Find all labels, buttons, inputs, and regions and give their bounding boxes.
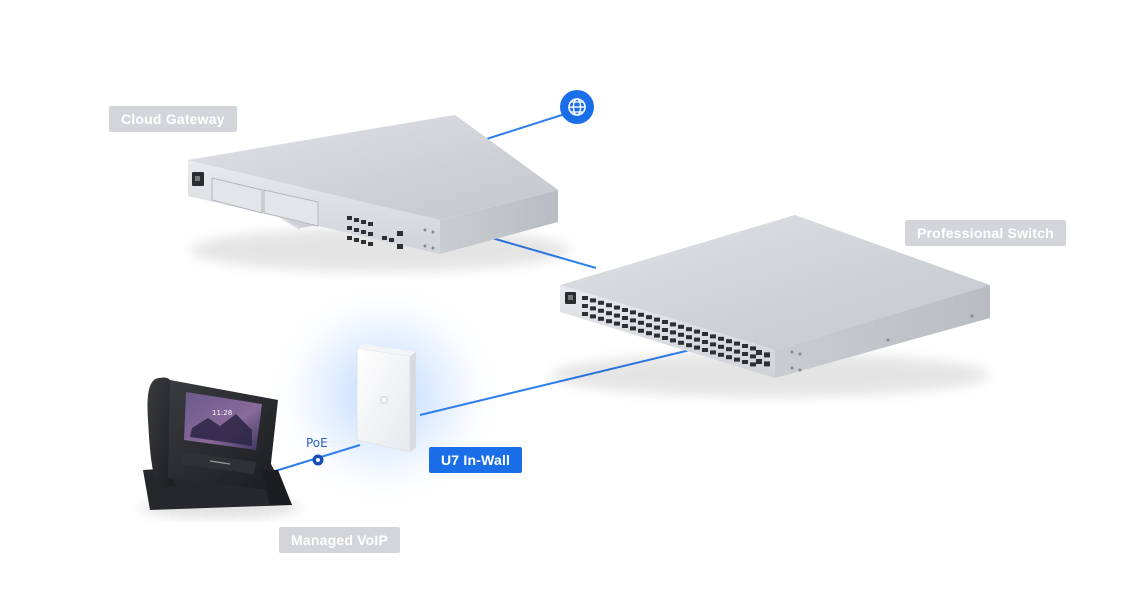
switch-ports xyxy=(582,296,770,367)
poe-label: PoE xyxy=(306,436,328,450)
u7-in-wall-device xyxy=(356,344,416,453)
cloud-gateway-label: Cloud Gateway xyxy=(109,106,237,132)
professional-switch-label: Professional Switch xyxy=(905,220,1066,246)
poe-dot-icon xyxy=(312,454,324,466)
voip-phone-device: 11:28 xyxy=(140,377,300,518)
professional-switch-device xyxy=(550,215,990,397)
cloud-gateway-device xyxy=(188,115,570,272)
globe-icon xyxy=(560,90,594,124)
managed-voip-label: Managed VoIP xyxy=(279,527,401,553)
u7-in-wall-label[interactable]: U7 In-Wall xyxy=(429,447,523,473)
phone-clock: 11:28 xyxy=(212,409,232,417)
